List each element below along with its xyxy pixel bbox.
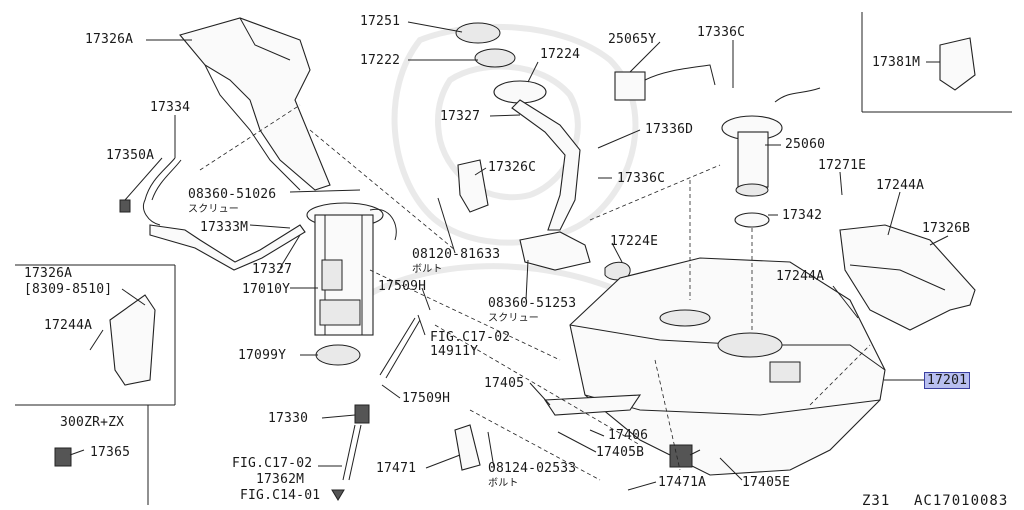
filler-cap-17251 — [455, 22, 501, 44]
label-17010y: 17010Y — [242, 282, 291, 297]
clip-17350a — [119, 199, 131, 213]
watermark-emblem — [358, 23, 642, 303]
bracket-17326c — [457, 159, 489, 213]
label-inset-date: [8309-8510] — [24, 282, 113, 297]
label-17362m: 17362M — [256, 472, 305, 487]
inset-frame-left — [15, 264, 176, 505]
label-08360-51026: 08360-51026 — [188, 187, 277, 202]
heat-shield-17326b — [839, 224, 976, 331]
label-17405b: 17405B — [596, 445, 645, 460]
label-17333m: 17333M — [200, 220, 249, 235]
label-17334: 17334 — [150, 100, 191, 115]
dashed-guides — [199, 104, 871, 481]
tube-17362m — [342, 424, 356, 481]
label-bolt-1: ボルト — [412, 264, 443, 275]
label-17224: 17224 — [540, 47, 581, 62]
inset-frame-right — [861, 12, 1012, 113]
label-08120-81633: 08120-81633 — [412, 247, 501, 262]
label-17336c-top: 17336C — [697, 25, 746, 40]
label-fig-c14-01: FIG.C14-01 — [240, 488, 321, 503]
grommet-17365 — [54, 447, 72, 467]
label-17251: 17251 — [360, 14, 401, 29]
label-17381m: 17381M — [872, 55, 921, 70]
label-fig-c17-02-mid: FIG.C17-02 — [430, 330, 511, 345]
label-17342: 17342 — [782, 208, 823, 223]
arrow-down-icon — [331, 489, 345, 501]
label-17326b: 17326B — [922, 221, 971, 236]
label-17336d: 17336D — [645, 122, 694, 137]
filter-17099y — [315, 344, 361, 366]
label-17471a: 17471A — [658, 475, 707, 490]
label-17326c: 17326C — [488, 160, 537, 175]
label-17471: 17471 — [376, 461, 417, 476]
label-17327-lower: 17327 — [252, 262, 293, 277]
label-17365: 17365 — [90, 445, 131, 460]
filler-tube-17327 — [511, 99, 581, 231]
label-17326a: 17326A — [85, 32, 134, 47]
heat-shield-17326a — [179, 17, 331, 191]
label-17350a: 17350A — [106, 148, 155, 163]
fuel-level-sender-25060 — [721, 115, 783, 228]
connector-25065y — [614, 71, 646, 101]
gasket-17222 — [474, 48, 516, 68]
leader-lines — [69, 21, 949, 491]
label-inset-17244a: 17244A — [44, 318, 93, 333]
label-screw-2: スクリュー — [488, 313, 539, 324]
label-fig-c17-02-low: FIG.C17-02 — [232, 456, 313, 471]
label-17330: 17330 — [268, 411, 309, 426]
label-17222: 17222 — [360, 53, 401, 68]
label-17327-upper: 17327 — [440, 109, 481, 124]
label-inset-17326a: 17326A — [24, 266, 73, 281]
seal-17381m — [939, 37, 976, 91]
part-17406 — [669, 444, 693, 468]
label-25065y: 25065Y — [608, 32, 657, 47]
hose-17333m — [149, 224, 306, 271]
strap-17405 — [544, 394, 642, 416]
label-17405: 17405 — [484, 376, 525, 391]
label-17244a-right: 17244A — [876, 178, 925, 193]
footer-code: AC17010083 — [914, 493, 1009, 509]
label-17509h-upper: 17509H — [378, 279, 427, 294]
label-17336c-mid: 17336C — [617, 171, 666, 186]
bracket-17471 — [454, 424, 481, 471]
footer-model: Z31 — [862, 493, 891, 509]
label-25060: 25060 — [785, 137, 826, 152]
label-screw-1: スクリュー — [188, 204, 239, 215]
label-08124-02533: 08124-02533 — [488, 461, 577, 476]
label-17509h-lower: 17509H — [402, 391, 451, 406]
label-17201[interactable]: 17201 — [924, 372, 971, 389]
label-bolt-2: ボルト — [488, 478, 519, 489]
filler-hose-boot — [519, 231, 591, 271]
vent-hose-17334 — [143, 157, 176, 226]
hose-14911y — [379, 317, 421, 379]
label-14911y: 14911Y — [430, 344, 479, 359]
label-17405e: 17405E — [742, 475, 791, 490]
filter-17330 — [354, 404, 370, 424]
label-17224e: 17224E — [610, 234, 659, 249]
fuel-pump-17010y — [306, 202, 397, 336]
seal-17224e — [604, 261, 631, 281]
label-08360-51253: 08360-51253 — [488, 296, 577, 311]
label-17244a-mid: 17244A — [776, 269, 825, 284]
fuel-tank-17201 — [569, 257, 886, 476]
label-17406: 17406 — [608, 428, 649, 443]
label-model-note: 300ZR+ZX — [60, 415, 125, 430]
label-17271e: 17271E — [818, 158, 867, 173]
bracket-17244a-inset — [109, 294, 156, 386]
label-17099y: 17099Y — [238, 348, 287, 363]
